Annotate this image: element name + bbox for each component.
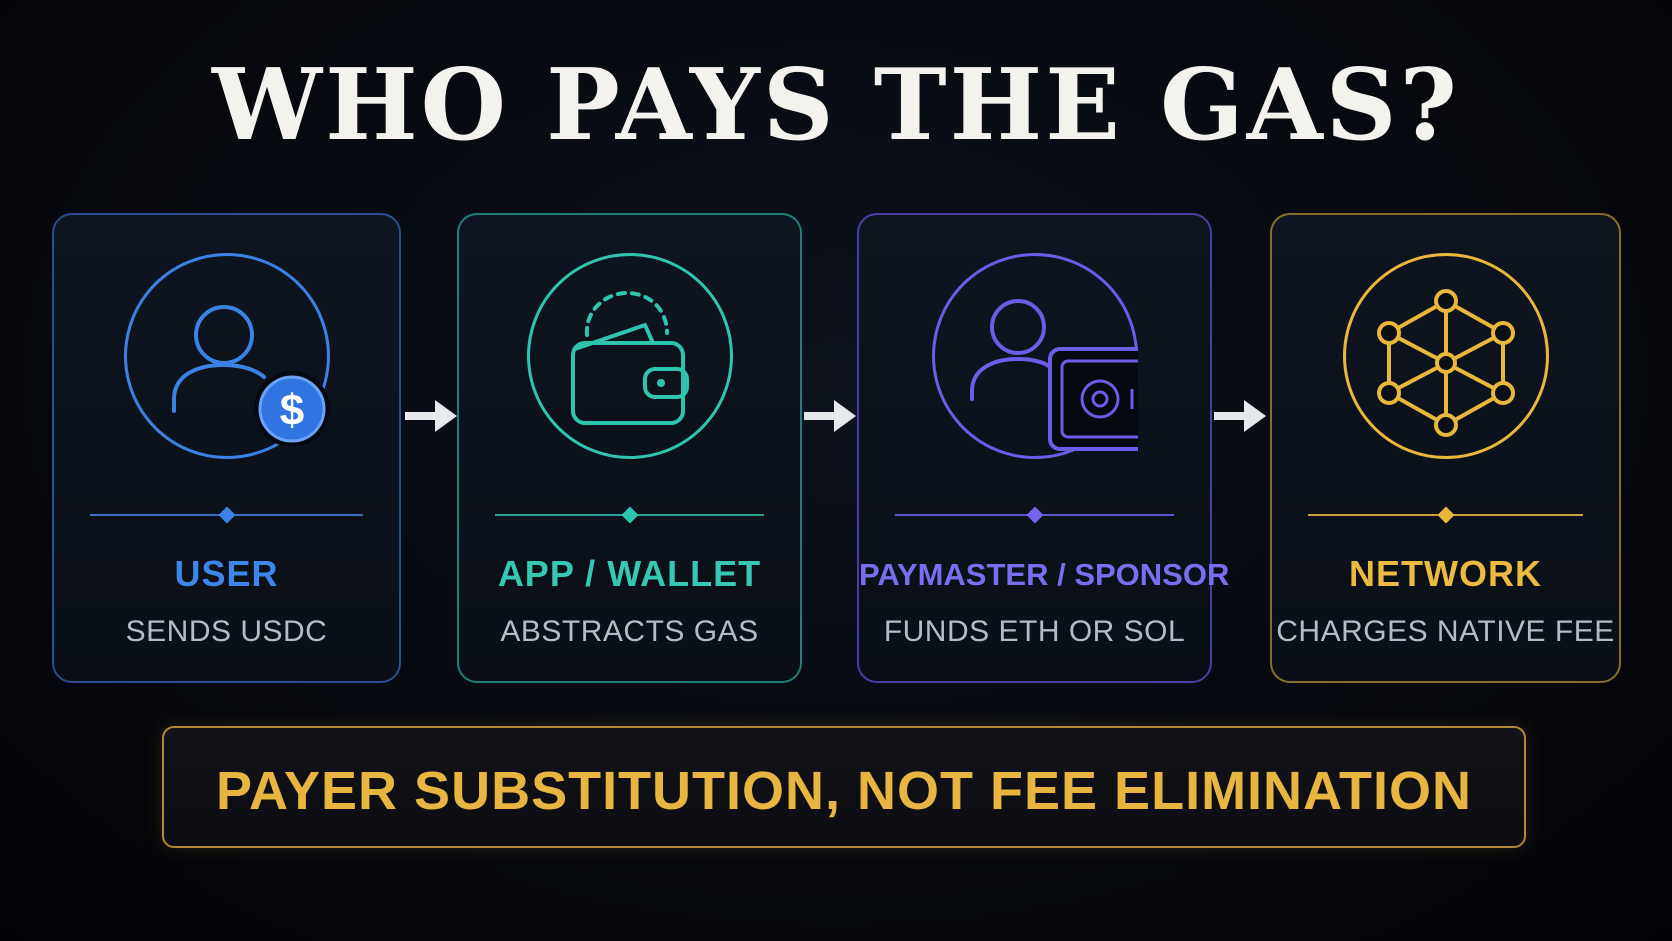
diamond-marker: [621, 506, 638, 524]
arrow-right-icon: [1214, 400, 1266, 432]
summary-banner: PAYER SUBSTITUTION, NOT FEE ELIMINATION: [162, 726, 1526, 848]
step-card-app-wallet: APP / WALLET ABSTRACTS GAS: [457, 213, 802, 683]
wallet-icon: [570, 290, 689, 425]
step-role: APP / WALLET: [497, 553, 762, 594]
dollar-badge: $: [279, 386, 303, 435]
step-role: PAYMASTER / SPONSOR: [859, 557, 1230, 592]
step-role: USER: [174, 553, 279, 594]
page-title: WHO PAYS THE GAS?: [212, 48, 1460, 163]
step-description: FUNDS ETH OR SOL: [883, 615, 1186, 648]
step-description: CHARGES NATIVE FEE: [1276, 615, 1615, 648]
icon-ring: [526, 253, 733, 459]
icon-ring: [1342, 253, 1549, 459]
icon-ring: [123, 253, 330, 459]
diamond-marker: [218, 506, 235, 524]
network-cube-icon: [1376, 289, 1515, 437]
step-role: NETWORK: [1349, 553, 1542, 594]
step-description: SENDS USDC: [125, 615, 328, 648]
banner-text: PAYER SUBSTITUTION, NOT FEE ELIMINATION: [215, 761, 1473, 821]
diamond-marker: [1026, 506, 1043, 524]
step-card-network: NETWORK CHARGES NATIVE FEE: [1270, 213, 1621, 683]
step-card-user: $ USER SENDS USDC: [52, 213, 401, 683]
user-dollar-icon: $: [171, 305, 330, 447]
step-description: ABSTRACTS GAS: [500, 615, 759, 648]
user-safe-icon: [969, 299, 1138, 451]
arrow-right-icon: [804, 400, 856, 432]
step-card-paymaster: PAYMASTER / SPONSOR FUNDS ETH OR SOL: [857, 213, 1230, 683]
diamond-marker: [1437, 506, 1454, 524]
arrow-right-icon: [405, 400, 457, 432]
